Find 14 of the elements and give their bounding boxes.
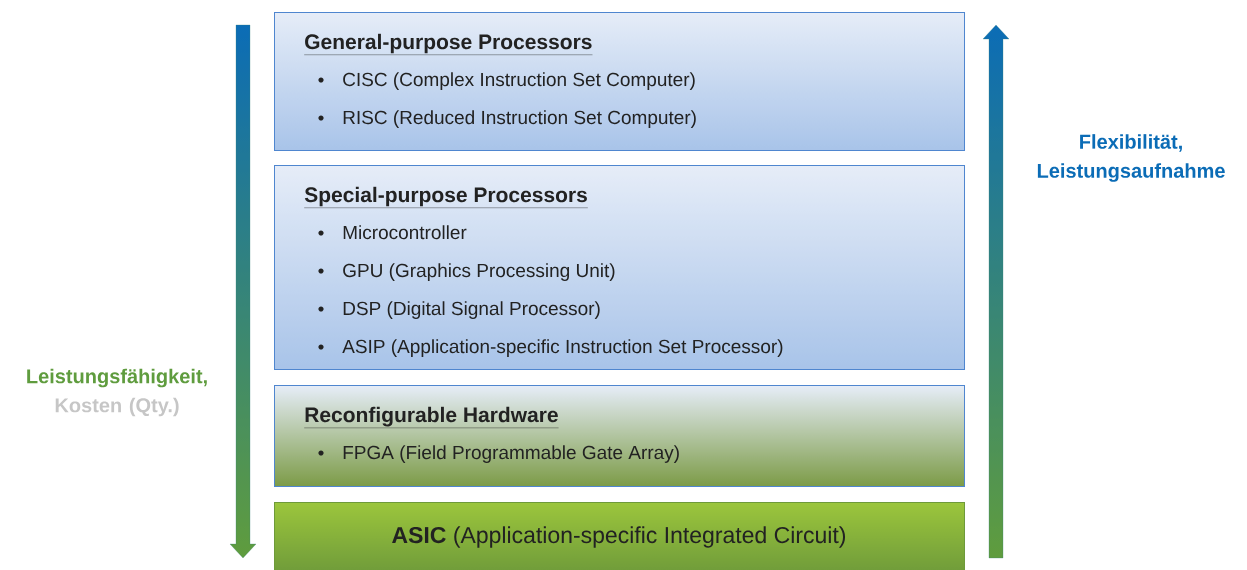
bullet-item: FPGA (Field Programmable Gate Array): [318, 445, 679, 463]
box-label: ASIC (Application-specific Integrated Circuit): [392, 526, 846, 548]
axis-label: Kosten (Qty.): [55, 397, 179, 417]
box-heading: Special-purpose Processors: [304, 186, 589, 208]
bullet-item: CISC (Complex Instruction Set Computer): [318, 72, 695, 90]
bullet-item: DSP (Digital Signal Processor): [318, 301, 600, 319]
bullet-item: Microcontroller: [318, 225, 467, 240]
box-heading: General-purpose Processors: [304, 33, 593, 55]
box-heading: Reconfigurable Hardware: [304, 406, 559, 429]
axis-label: Flexibilität, Leistungsaufnahme: [1037, 134, 1225, 182]
bullet-item: GPU (Graphics Processing Unit): [318, 263, 615, 281]
axis-label: Leistungsfähigkeit,: [27, 368, 207, 388]
bullet-item: ASIP (Application-specific Instruction Set Processor): [318, 339, 783, 357]
bullet-item: RISC (Reduced Instruction Set Computer): [318, 110, 696, 128]
